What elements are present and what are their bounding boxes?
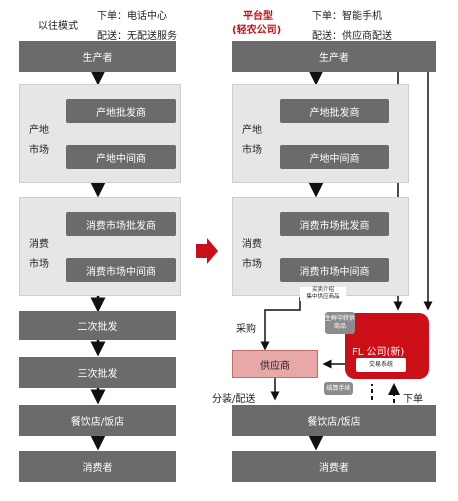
right-origin-middleman-box: 产地中间商 (280, 145, 389, 169)
left-origin-middleman-box: 产地中间商 (66, 145, 176, 169)
left-consumer-wholesaler-box: 消费市场批发商 (66, 212, 176, 236)
purchase-label: 采购 (236, 324, 256, 335)
left-secondary-wholesale-box: 二次批发 (19, 311, 176, 340)
left-header: 以往模式 (38, 21, 78, 32)
left-delivery-text: 配送：无配送服务 (97, 31, 177, 42)
left-origin-wholesaler-box: 产地批发商 (66, 99, 176, 123)
distribution-label: 分装/配送 (212, 394, 256, 405)
right-header-main: 平台型 (243, 11, 273, 22)
right-consumer-middleman-box: 消费市场中间商 (280, 258, 389, 282)
left-consumer-middleman-box: 消费市场中间商 (66, 258, 176, 282)
left-consumer-box: 消费者 (19, 451, 176, 482)
right-delivery-text: 配送：供应商配送 (312, 31, 392, 42)
right-origin-market-label: 产地市场 (242, 125, 262, 156)
order-label: 下单 (403, 394, 423, 405)
right-header-sub: (轻农公司) (232, 25, 282, 36)
supplier-box: 供应商 (232, 350, 318, 378)
right-consumer-wholesaler-box: 消费市场批发商 (280, 212, 389, 236)
right-producer-box: 生产者 (232, 41, 436, 72)
right-consumer-market-label: 消费市场 (242, 239, 262, 270)
right-note-top: 买卖介绍 集中供应商品 (300, 287, 346, 301)
fresh-goods-box: 生鲜中转供 商品 (325, 312, 355, 334)
left-tertiary-wholesale-box: 三次批发 (19, 357, 176, 388)
left-origin-market-label: 产地市场 (29, 125, 49, 156)
left-order-text: 下单：电话中心 (97, 11, 167, 22)
left-consumer-market-label: 消费市场 (29, 239, 49, 270)
left-producer-box: 生产者 (19, 41, 176, 72)
right-restaurant-box: 餐饮店/饭店 (232, 405, 436, 436)
right-order-text: 下单：智能手机 (312, 11, 382, 22)
right-origin-wholesaler-box: 产地批发商 (280, 99, 389, 123)
left-restaurant-box: 餐饮店/饭店 (19, 405, 176, 436)
right-consumer-box: 消费者 (232, 451, 436, 482)
trading-system-box: 交易系统 (356, 358, 406, 372)
fl-company-label: FL 公司(新) (352, 347, 405, 358)
payment-box: 结算手续 (324, 382, 353, 395)
